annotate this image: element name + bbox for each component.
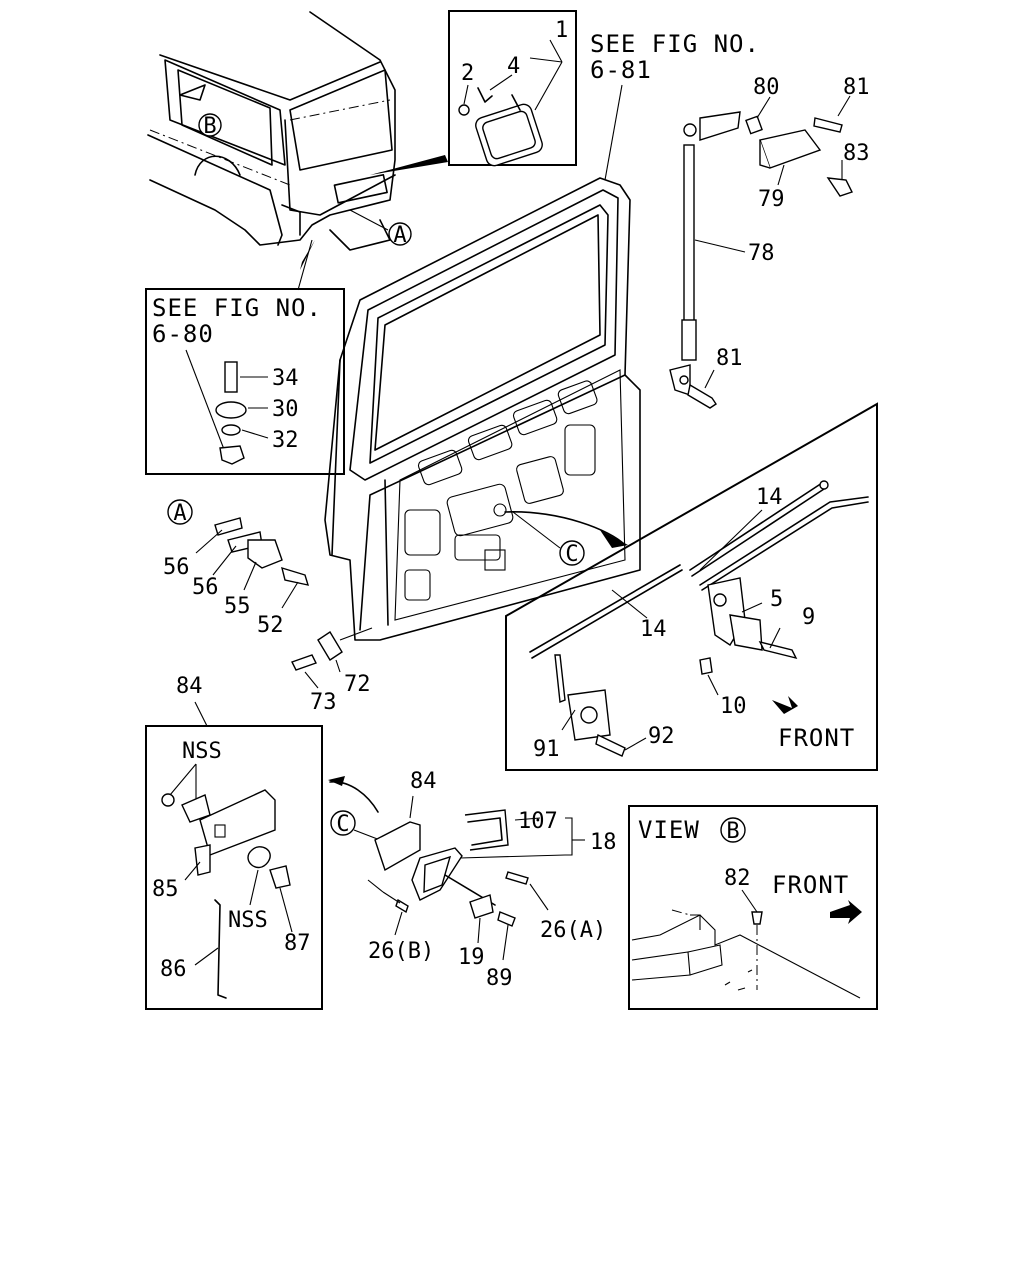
callout-56-a: 56 [163, 555, 190, 580]
inside-handle-assembly: C 84 107 18 26(A) 26(B) 19 89 [330, 769, 617, 991]
view-b-frame [628, 805, 878, 1010]
callout-34: 34 [272, 366, 299, 391]
callout-84-b: 84 [410, 769, 437, 794]
callout-89: 89 [486, 966, 513, 991]
marker-c-handle-label: C [336, 812, 349, 837]
callout-52: 52 [257, 613, 284, 638]
callout-80: 80 [753, 75, 780, 100]
callout-32: 32 [272, 428, 299, 453]
tailgate-illustration: C [324, 177, 641, 641]
front-arrow-view-icon [830, 900, 862, 924]
see-fig-680-frame [145, 288, 345, 475]
callout-85: 85 [152, 877, 179, 902]
callout-87: 87 [284, 931, 311, 956]
callout-56-b: 56 [192, 575, 219, 600]
callout-30: 30 [272, 397, 299, 422]
marker-c-handle [330, 810, 356, 836]
handle-link-frame [145, 725, 323, 1010]
callout-72: 72 [344, 672, 371, 697]
callout-18: 18 [590, 830, 617, 855]
see-fig-680-inset: SEE FIG NO. 6-80 34 30 32 [145, 288, 345, 475]
callout-26b: 26(B) [368, 939, 434, 964]
marker-a-hinge [167, 499, 193, 525]
callout-79: 79 [758, 187, 785, 212]
hinge-assembly: A 56 56 55 52 [163, 499, 310, 638]
marker-c-door [559, 540, 585, 566]
callout-55: 55 [224, 594, 251, 619]
front-label-latch: FRONT [778, 724, 855, 752]
handle-inset-frame [448, 10, 577, 166]
callout-14-lower: 14 [640, 617, 667, 642]
latch-inset-frame [505, 402, 878, 771]
callout-14-upper: 14 [756, 485, 783, 510]
see-fig-680-line2: 6-80 [152, 320, 214, 348]
callout-81-upper: 81 [843, 75, 870, 100]
callout-4: 4 [507, 54, 520, 79]
gas-strut-assembly: 78 81 80 81 83 79 [669, 75, 870, 409]
callout-26a: 26(A) [540, 918, 606, 943]
vehicle-rear-illustration: B A [147, 11, 448, 291]
callout-10: 10 [720, 694, 747, 719]
marker-a-hinge-label: A [173, 501, 186, 526]
view-b-letter: B [726, 819, 739, 844]
bracket-72-73: 72 73 [291, 627, 373, 715]
view-b-marker [720, 817, 746, 843]
marker-a-car [388, 222, 412, 246]
marker-c-door-label: C [565, 542, 578, 567]
callout-84-a: 84 [176, 674, 203, 699]
marker-b-car-label: B [203, 114, 216, 139]
callout-81-lower: 81 [716, 346, 743, 371]
nss-label-lower: NSS [228, 908, 268, 933]
marker-b-car [198, 113, 222, 137]
handle-inset: 1 2 4 [448, 10, 577, 167]
view-b-word: VIEW [638, 816, 700, 844]
front-arrow-icon [772, 696, 798, 714]
front-label-view: FRONT [772, 871, 849, 899]
callout-92: 92 [648, 724, 675, 749]
handle-link-inset: 84 NSS 85 NSS 87 86 [145, 674, 323, 1010]
callout-78: 78 [748, 241, 775, 266]
see-fig-680-line1: SEE FIG NO. [152, 294, 322, 322]
callout-86: 86 [160, 957, 187, 982]
callout-5: 5 [770, 587, 783, 612]
view-b-inset: VIEW B 82 FRONT [628, 805, 878, 1010]
callout-19: 19 [458, 945, 485, 970]
callout-91: 91 [533, 737, 560, 762]
latch-inset: 14 14 5 9 10 91 92 FRONT [505, 402, 878, 771]
see-fig-681-line1: SEE FIG NO. [590, 30, 760, 58]
callout-107: 107 [518, 809, 558, 834]
see-fig-681-line2: 6-81 [590, 56, 652, 84]
callout-2: 2 [461, 61, 474, 86]
callout-82: 82 [724, 866, 751, 891]
marker-a-car-label: A [393, 223, 406, 248]
callout-83: 83 [843, 141, 870, 166]
callout-1: 1 [555, 18, 568, 43]
nss-label-upper: NSS [182, 739, 222, 764]
callout-73: 73 [310, 690, 337, 715]
callout-9: 9 [802, 605, 815, 630]
